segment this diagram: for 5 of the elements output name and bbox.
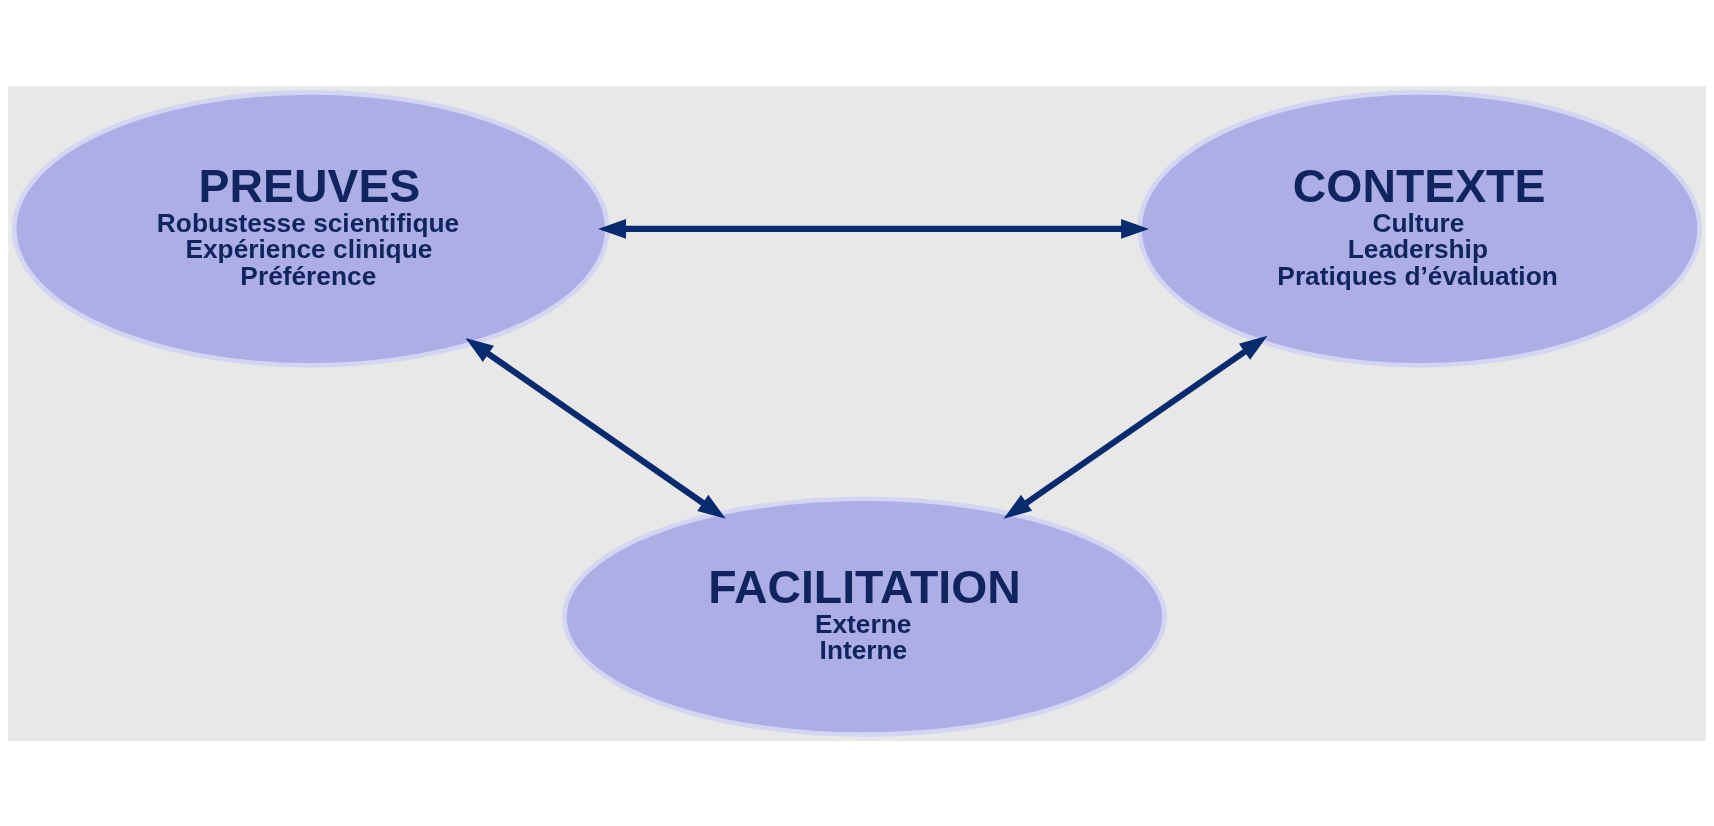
node-ellipse: PREUVES Robustesse scientifique Expérience clinique Préférence — [11, 89, 610, 368]
node-ellipse: CONTEXTE Culture Leadership Pratiques d’évaluation — [1137, 89, 1702, 368]
arrow — [598, 218, 1150, 239]
arrow — [1003, 335, 1268, 519]
arrow — [465, 337, 726, 519]
